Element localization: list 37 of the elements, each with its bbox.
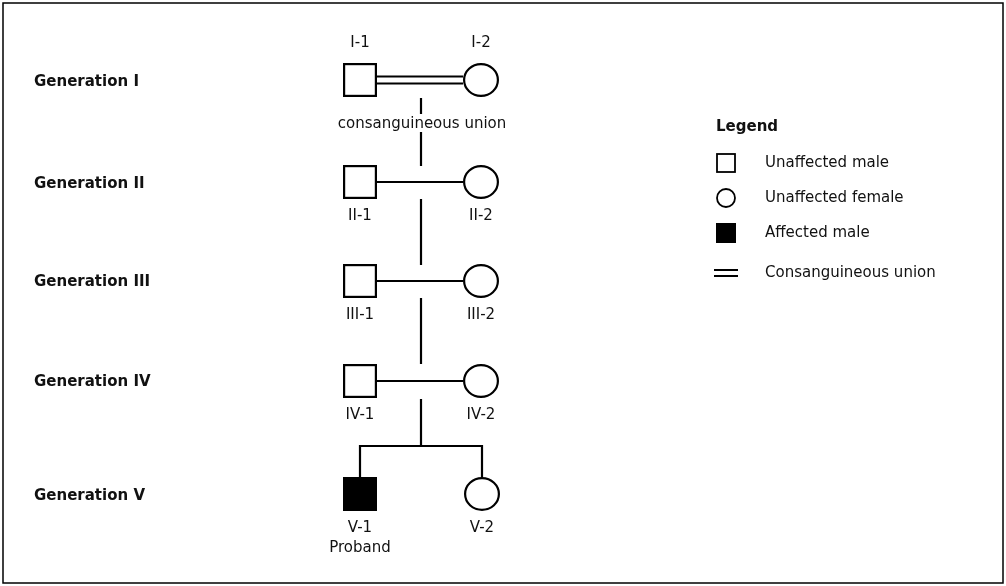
sibship-line <box>421 444 484 477</box>
generation-label: Generation III <box>34 272 151 290</box>
generation-label: Generation IV <box>34 372 151 390</box>
sibship-line <box>358 399 423 477</box>
female-circle <box>463 165 499 199</box>
legend-text: Unaffected male <box>765 153 890 171</box>
generation-label: Generation V <box>34 486 145 504</box>
male-square <box>343 364 377 398</box>
male-square <box>343 63 377 97</box>
female-circle <box>463 264 499 298</box>
affected-male-square <box>343 477 377 511</box>
generation-label: Generation I <box>34 72 139 90</box>
individual-id: III-2 <box>465 305 497 323</box>
individual-id: IV-2 <box>465 405 497 423</box>
individual-id: II-1 <box>347 206 373 224</box>
individual-id: I-1 <box>349 33 371 51</box>
female-circle <box>464 477 500 511</box>
individual-id: III-1 <box>344 305 376 323</box>
male-square <box>343 165 377 199</box>
individual-id: V-1 <box>346 518 374 536</box>
union-line <box>377 379 463 383</box>
legend-text: Affected male <box>765 223 870 241</box>
individual-id: II-2 <box>468 206 494 224</box>
female-circle <box>463 364 499 398</box>
individual-id: V-2 <box>468 518 496 536</box>
individual-id: I-2 <box>470 33 492 51</box>
legend-text: Consanguineous union <box>765 263 936 281</box>
union-line <box>377 279 463 283</box>
union-line <box>377 180 463 184</box>
female-circle <box>463 63 499 97</box>
individual-id: IV-1 <box>344 405 376 423</box>
legend-title: Legend <box>716 117 779 135</box>
male-square <box>343 264 377 298</box>
double-union-line <box>376 75 464 85</box>
generation-label: Generation II <box>34 174 145 192</box>
legend-text: Unaffected female <box>765 188 904 206</box>
individual-note: Proband <box>328 538 392 556</box>
